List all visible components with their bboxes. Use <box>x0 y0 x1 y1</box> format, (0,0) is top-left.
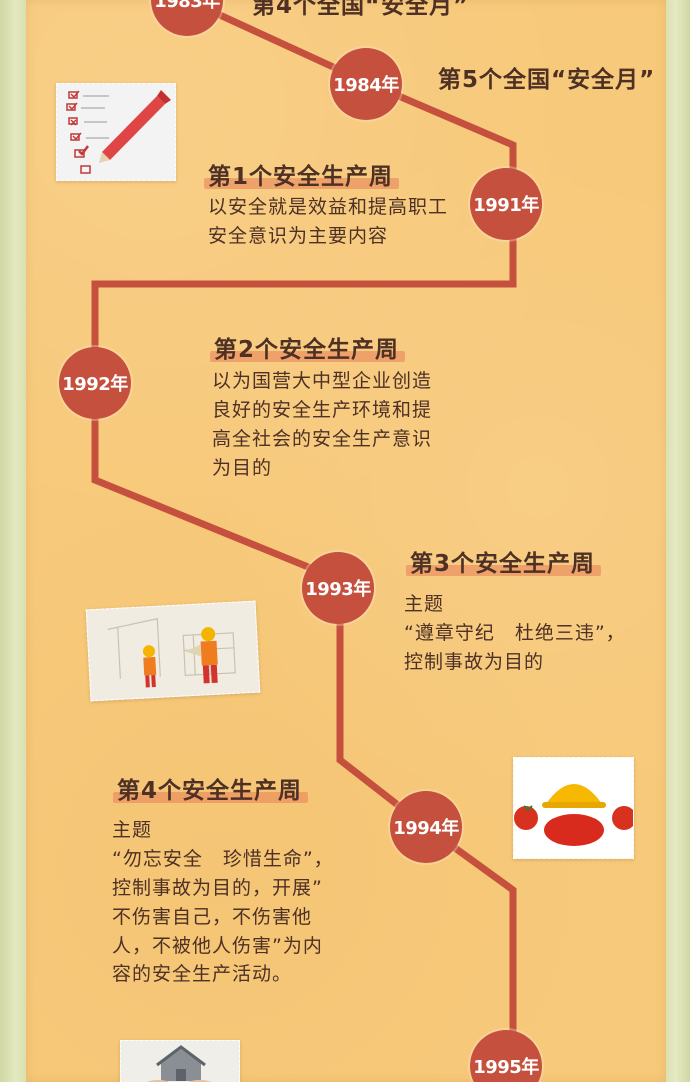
year-label: 1993年 <box>305 579 371 600</box>
entry-desc-1991: 以安全就是效益和提高职工 安全意识为主要内容 <box>208 196 449 247</box>
house-in-hands-photo <box>120 1040 240 1082</box>
right-border <box>666 0 690 1082</box>
year-label: 1991年 <box>473 195 539 216</box>
year-label: 1994年 <box>393 818 459 839</box>
year-node-1991: 1991年 <box>470 168 542 240</box>
year-label: 1983年 <box>154 0 220 12</box>
year-node-1994: 1994年 <box>390 791 462 863</box>
checklist-photo <box>56 83 176 181</box>
entry-title-1983: 第4个全国“安全月” <box>252 0 470 19</box>
entry-title-1992: 第2个安全生产周 <box>210 330 406 364</box>
entry-desc-1993: 主题 “遵章守纪 杜绝三违”， 控制事故为目的 <box>404 593 626 673</box>
entry-desc-1992: 以为国营大中型企业创造 良好的安全生产环境和提 高全社会的安全生产意识 为目的 <box>212 370 433 479</box>
entry-title-1994: 第4个安全生产周 <box>113 771 309 805</box>
year-node-1984: 1984年 <box>330 48 402 120</box>
entry-title-1984: 第5个全国“安全月” <box>438 67 656 93</box>
left-border <box>0 0 26 1082</box>
safety-helmet-photo <box>513 757 634 859</box>
year-node-1995: 1995年 <box>470 1030 542 1082</box>
year-node-1992: 1992年 <box>59 347 131 419</box>
entry-title-1991: 第1个安全生产周 <box>204 157 400 191</box>
entry-title-1993: 第3个安全生产周 <box>406 544 602 578</box>
entry-desc-1994: 主题 “勿忘安全 珍惜生命”， 控制事故为目的，开展” 不伤害自己，不伤害他 人… <box>112 819 334 986</box>
year-label: 1984年 <box>333 75 399 96</box>
construction-workers-photo <box>85 600 261 702</box>
year-label: 1995年 <box>473 1057 539 1078</box>
year-node-1993: 1993年 <box>302 552 374 624</box>
year-label: 1992年 <box>62 374 128 395</box>
